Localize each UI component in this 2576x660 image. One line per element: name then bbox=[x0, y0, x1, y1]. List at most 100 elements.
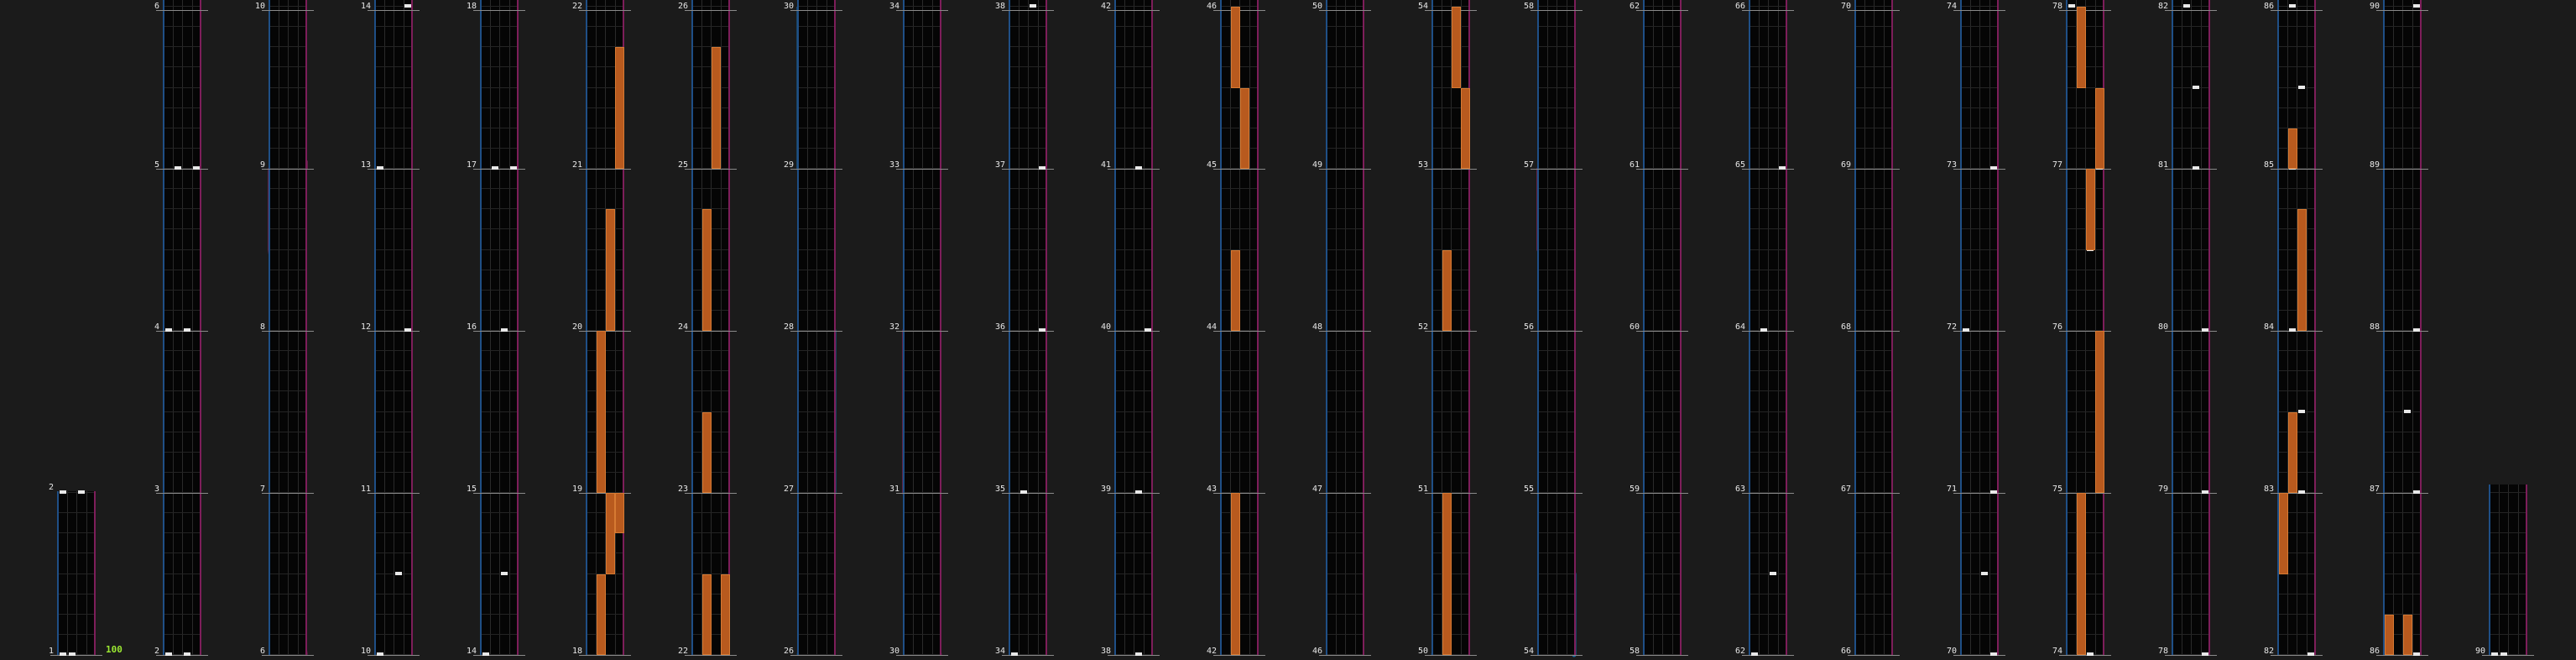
beat-gridline bbox=[480, 168, 519, 169]
tap-note bbox=[1963, 328, 1969, 332]
beat-gridline bbox=[1643, 492, 1682, 493]
tap-note bbox=[2413, 4, 2420, 8]
beat-gridline bbox=[1749, 26, 1787, 28]
beat-gridline bbox=[57, 512, 96, 514]
hold-note bbox=[2095, 331, 2104, 493]
measure-line bbox=[368, 10, 420, 11]
beat-gridline bbox=[1114, 86, 1153, 88]
measure-number: 74 bbox=[1946, 2, 1957, 11]
measure-number: 84 bbox=[2263, 322, 2274, 332]
measure-number: 80 bbox=[2157, 322, 2168, 332]
beat-gridline bbox=[374, 228, 413, 230]
measure-number: 1 bbox=[48, 647, 54, 656]
lane-divider bbox=[182, 0, 183, 655]
beat-gridline bbox=[1854, 249, 1893, 250]
tap-note bbox=[1030, 4, 1036, 8]
beat-gridline bbox=[1114, 532, 1153, 534]
beat-gridline bbox=[903, 330, 941, 331]
beat-gridline bbox=[1326, 390, 1364, 392]
beat-gridline bbox=[1749, 228, 1787, 230]
tap-note bbox=[2500, 652, 2507, 656]
beat-gridline bbox=[2383, 390, 2422, 392]
beat-gridline bbox=[1960, 107, 1999, 108]
beat-gridline bbox=[1854, 370, 1893, 372]
beat-gridline bbox=[374, 654, 413, 655]
beat-gridline bbox=[2489, 633, 2527, 635]
beat-gridline bbox=[374, 188, 413, 190]
beat-gridline bbox=[691, 107, 730, 108]
measure-number: 6 bbox=[154, 2, 159, 11]
lane-divider bbox=[172, 0, 174, 655]
beat-gridline bbox=[480, 512, 519, 514]
beat-gridline bbox=[1431, 107, 1470, 108]
measure-line bbox=[1953, 655, 2005, 656]
beat-gridline bbox=[1960, 370, 1999, 372]
beat-gridline bbox=[1431, 208, 1470, 210]
beat-gridline bbox=[2383, 168, 2422, 169]
beat-gridline bbox=[2172, 350, 2210, 352]
beat-gridline bbox=[1220, 107, 1259, 108]
beat-gridline bbox=[1749, 471, 1787, 473]
beat-gridline bbox=[269, 613, 307, 615]
measure-line bbox=[1319, 331, 1371, 332]
measure-line bbox=[1425, 10, 1477, 11]
measure-line bbox=[896, 10, 948, 11]
beat-gridline bbox=[1960, 613, 1999, 615]
beat-gridline bbox=[2383, 66, 2422, 68]
lane-divider bbox=[508, 0, 510, 655]
right-edge bbox=[1786, 0, 1787, 655]
beat-gridline bbox=[374, 107, 413, 108]
tap-note bbox=[2193, 166, 2199, 170]
measure-number: 10 bbox=[254, 2, 265, 11]
beat-gridline bbox=[1537, 228, 1576, 230]
beat-gridline bbox=[1220, 350, 1259, 352]
beat-gridline bbox=[1537, 451, 1576, 453]
beat-gridline bbox=[1537, 350, 1576, 352]
beat-gridline bbox=[1009, 228, 1047, 230]
beat-gridline bbox=[1537, 309, 1576, 311]
hold-note bbox=[606, 493, 615, 574]
measure-line bbox=[790, 10, 842, 11]
measure-number: 78 bbox=[2157, 647, 2168, 656]
measure-line bbox=[368, 493, 420, 494]
left-edge bbox=[1643, 0, 1645, 655]
beat-gridline bbox=[691, 532, 730, 534]
beat-gridline bbox=[1960, 66, 1999, 68]
measure-number: 27 bbox=[783, 485, 794, 494]
beat-gridline bbox=[1854, 512, 1893, 514]
beat-gridline bbox=[163, 370, 201, 372]
hold-note bbox=[2279, 493, 2288, 574]
lane-divider bbox=[816, 0, 817, 655]
beat-gridline bbox=[691, 147, 730, 149]
measure-number: 14 bbox=[360, 2, 371, 11]
lane-divider bbox=[191, 0, 193, 655]
hold-note bbox=[702, 574, 712, 655]
beat-gridline bbox=[1749, 289, 1787, 291]
beat-gridline bbox=[1220, 6, 1259, 7]
beat-gridline bbox=[480, 330, 519, 331]
measure-number: 65 bbox=[1734, 160, 1745, 170]
beat-gridline bbox=[2277, 86, 2316, 88]
measure-line bbox=[473, 655, 525, 656]
beat-gridline bbox=[2066, 309, 2104, 311]
beat-gridline bbox=[163, 532, 201, 534]
measure-number: 2 bbox=[48, 483, 54, 492]
measure-number: 2 bbox=[154, 647, 159, 656]
beat-gridline bbox=[691, 350, 730, 352]
measure-line bbox=[2059, 331, 2111, 332]
tap-note bbox=[2404, 409, 2411, 413]
tap-note bbox=[1039, 166, 1046, 170]
beat-gridline bbox=[269, 370, 307, 372]
measure-number: 30 bbox=[889, 647, 900, 656]
beat-gridline bbox=[1114, 46, 1153, 48]
measure-number: 12 bbox=[360, 322, 371, 332]
tap-note bbox=[377, 166, 383, 170]
measure-line bbox=[1742, 10, 1794, 11]
measure-number: 46 bbox=[1311, 647, 1322, 656]
beat-gridline bbox=[1326, 6, 1364, 7]
tap-note bbox=[2413, 328, 2420, 332]
right-edge bbox=[2314, 0, 2316, 655]
beat-gridline bbox=[1749, 492, 1787, 493]
beat-gridline bbox=[1114, 613, 1153, 615]
measure-number: 60 bbox=[1629, 322, 1640, 332]
